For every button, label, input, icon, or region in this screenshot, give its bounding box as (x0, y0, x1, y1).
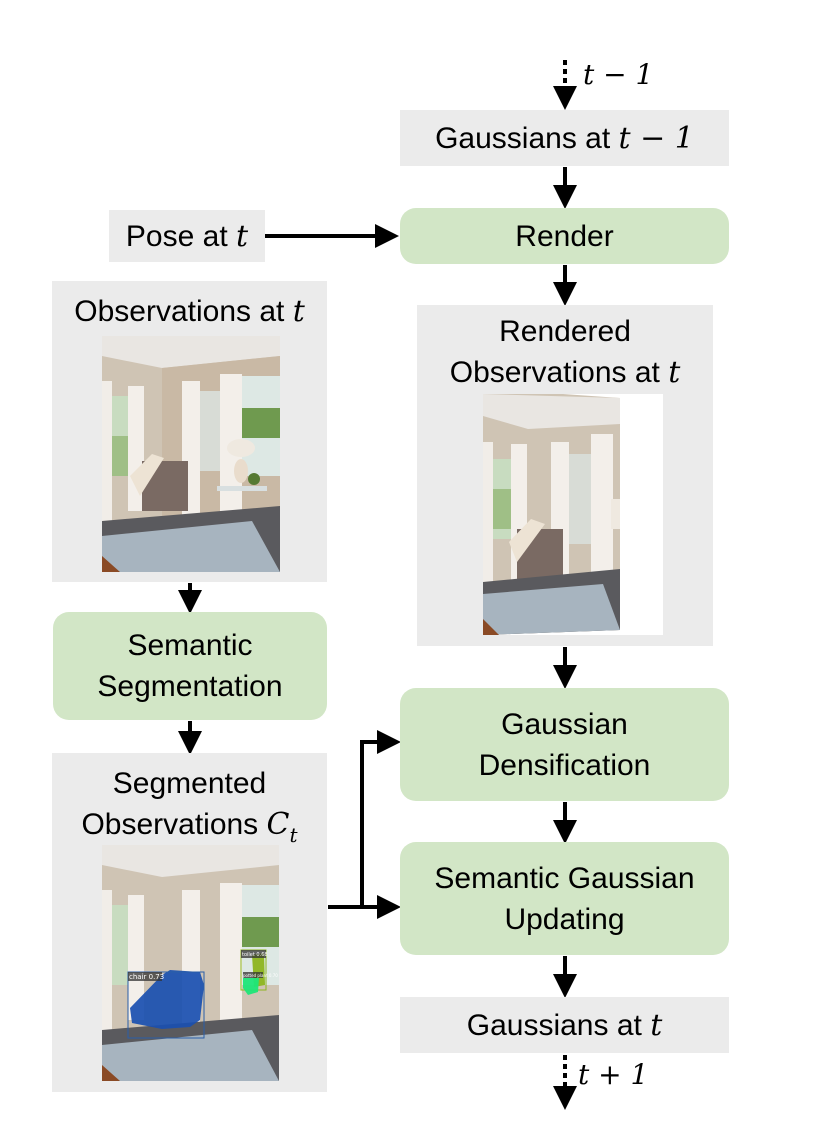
detection-potted-plant: potted plant 0.70 (243, 972, 278, 995)
gaussian-densification-line2: Densification (478, 748, 651, 782)
gaussian-densification-box: Gaussian Densification (400, 688, 729, 801)
render-label: Render (515, 219, 614, 253)
pose-math: t (236, 218, 249, 254)
segmented-room-scene: chair 0.73 toilet 0.68 potted plant 0.70 (102, 845, 279, 1081)
prev-timestep-math: t − 1 (583, 58, 654, 91)
rendered-observations-line2: Observations at (449, 356, 669, 389)
detection-label-chair: chair 0.73 (129, 973, 164, 981)
next-timestep-math: t + 1 (578, 1058, 649, 1091)
gaussians-current-math: t (650, 1007, 663, 1043)
observation-image (102, 336, 280, 572)
detection-chair: chair 0.73 (127, 970, 205, 1039)
gaussians-current-box: Gaussians at t (400, 997, 729, 1053)
pose-box: Pose at t (109, 210, 265, 262)
semantic-segmentation-line2: Segmentation (97, 670, 283, 703)
rendered-observations-line1: Rendered (499, 315, 631, 348)
render-box: Render (400, 208, 729, 264)
rendered-image (483, 394, 663, 635)
rendered-room-scene (483, 394, 620, 635)
segmented-observations-subscript: t (289, 823, 298, 847)
segmented-observations-math: C (266, 807, 290, 842)
segmented-image: chair 0.73 toilet 0.68 potted plant 0.70 (102, 845, 279, 1081)
pose-label: Pose at (125, 219, 236, 253)
detection-label-potted-plant: potted plant 0.70 (243, 973, 278, 978)
prev-timestep-label: t − 1 (583, 58, 653, 91)
observations-math: t (292, 294, 305, 329)
segmented-observations-line1: Segmented (112, 767, 267, 800)
semantic-segmentation-line1: Semantic (127, 629, 253, 662)
gaussians-current-label: Gaussians at (466, 1008, 651, 1042)
next-timestep-label: t + 1 (578, 1058, 648, 1091)
observations-label: Observations at (74, 295, 293, 328)
rendered-observations-math: t (668, 355, 681, 390)
room-scene (102, 336, 280, 572)
gaussians-prev-box: Gaussians at t − 1 (400, 110, 729, 166)
semantic-segmentation-box: Semantic Segmentation (53, 612, 327, 720)
arrow-segmented-to-densification (360, 730, 401, 907)
gaussians-prev-math: t − 1 (618, 120, 694, 156)
detection-label-toilet: toilet 0.68 (242, 952, 268, 958)
segmented-observations-line2: Observations (81, 808, 267, 841)
semantic-gaussian-updating-line1: Semantic Gaussian (434, 861, 695, 895)
gaussian-densification-line1: Gaussian (501, 707, 628, 741)
semantic-gaussian-updating-box: Semantic Gaussian Updating (400, 842, 729, 955)
gaussians-prev-label: Gaussians at (435, 121, 619, 155)
semantic-gaussian-updating-line2: Updating (504, 902, 625, 936)
